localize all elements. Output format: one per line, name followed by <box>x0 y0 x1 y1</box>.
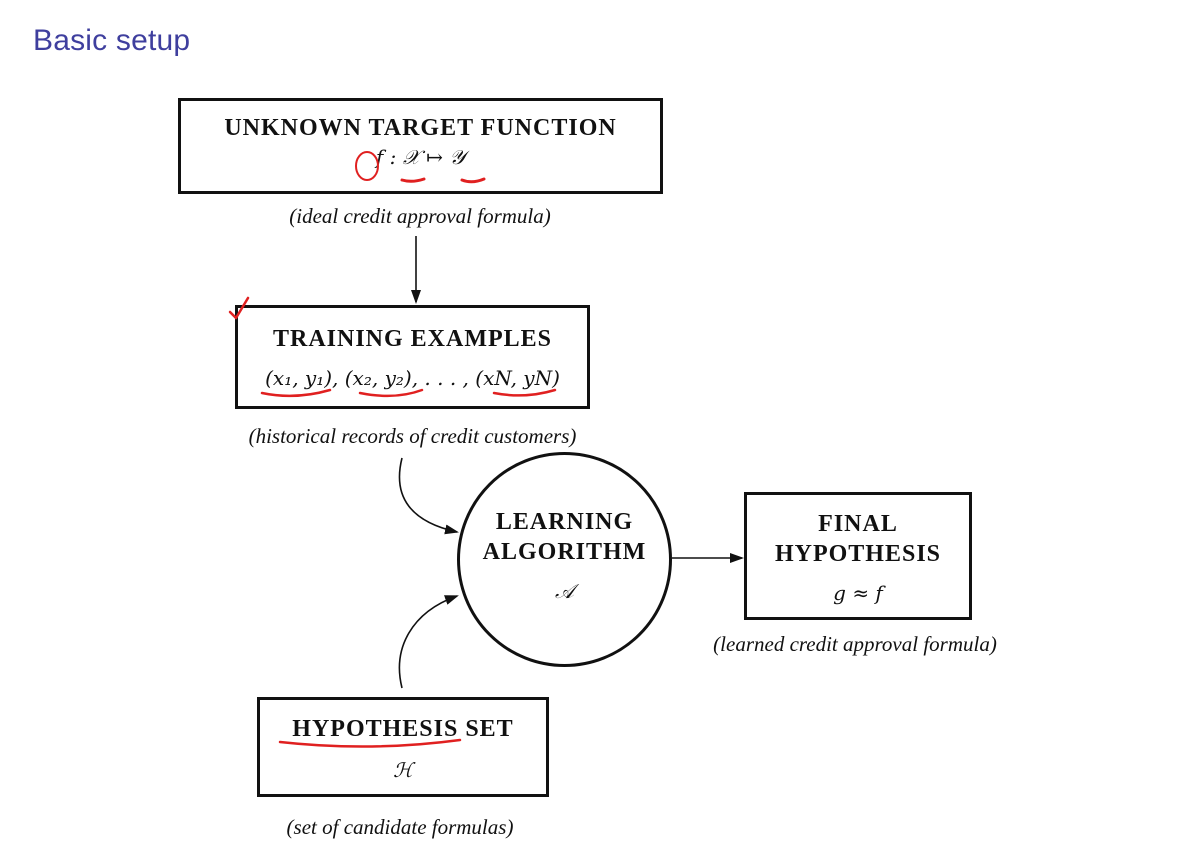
learning-title-line2: ALGORITHM <box>482 539 647 565</box>
final-caption: (learned credit approval formula) <box>713 632 997 656</box>
unknown-target-function-box: UNKNOWN TARGET FUNCTION f : 𝒳 ↦ 𝒴 <box>178 98 663 194</box>
learning-algorithm-circle: LEARNING ALGORITHM 𝒜 <box>457 452 672 667</box>
training-caption: (historical records of credit customers) <box>248 424 577 448</box>
training-formula: (x₁, y₁), (x₂, y₂), . . . , (xN, yN) <box>265 366 560 390</box>
final-title-line1: FINAL <box>818 511 898 537</box>
target-formula: f : 𝒳 ↦ 𝒴 <box>375 145 466 169</box>
final-hypothesis-box: FINAL HYPOTHESIS g ≈ f <box>744 492 972 620</box>
final-title-line2: HYPOTHESIS <box>774 541 942 567</box>
training-examples-box: TRAINING EXAMPLES (x₁, y₁), (x₂, y₂), . … <box>235 305 590 409</box>
final-formula: g ≈ f <box>833 581 883 605</box>
training-title: TRAINING EXAMPLES <box>272 326 553 352</box>
arrow-hypset-to-learning <box>398 595 459 689</box>
arrow-training-to-learning <box>398 457 459 535</box>
learning-symbol: 𝒜 <box>555 579 574 603</box>
hypset-symbol: ℋ <box>393 758 413 782</box>
hypset-caption: (set of candidate formulas) <box>286 815 514 839</box>
target-caption: (ideal credit approval formula) <box>289 204 551 228</box>
slide-title: Basic setup <box>33 24 191 57</box>
learning-title-line1: LEARNING <box>495 509 634 535</box>
hypothesis-set-box: HYPOTHESIS SET ℋ <box>257 697 549 797</box>
target-title: UNKNOWN TARGET FUNCTION <box>224 115 617 141</box>
hypset-title: HYPOTHESIS SET <box>292 716 514 742</box>
